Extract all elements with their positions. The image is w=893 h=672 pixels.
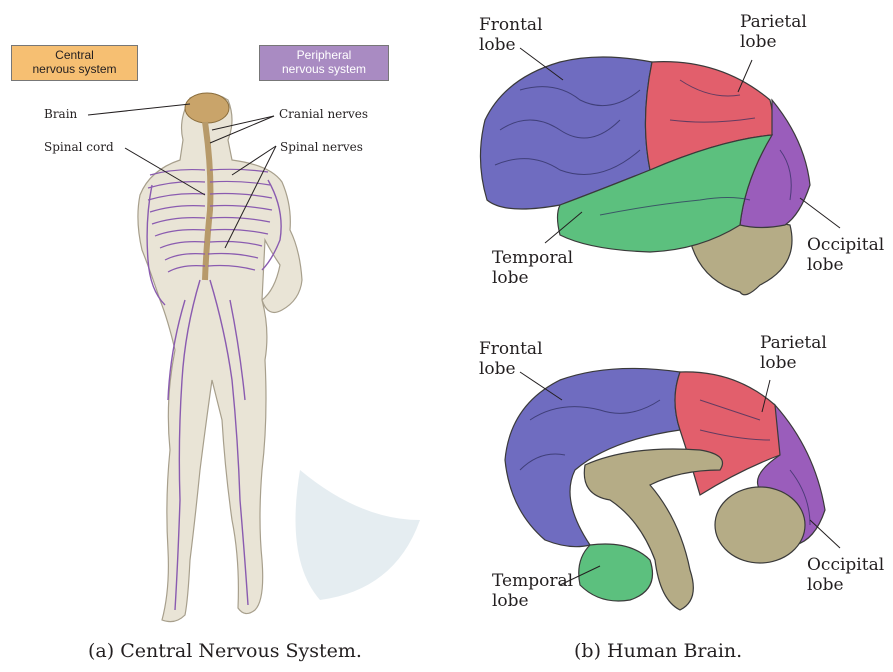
- label-medial-occipital: Occipital lobe: [807, 555, 884, 595]
- label-medial-frontal: Frontal lobe: [479, 339, 543, 379]
- medial-temporal-lobe: [579, 544, 653, 601]
- label-lateral-parietal: Parietal lobe: [740, 12, 807, 52]
- label-lateral-temporal: Temporal lobe: [492, 248, 573, 288]
- label-lateral-frontal: Frontal lobe: [479, 15, 543, 55]
- label-medial-parietal: Parietal lobe: [760, 333, 827, 373]
- label-lateral-occipital: Occipital lobe: [807, 235, 884, 275]
- medial-cerebellum: [715, 487, 805, 563]
- label-medial-temporal: Temporal lobe: [492, 571, 573, 611]
- caption-b: (b) Human Brain.: [574, 640, 742, 662]
